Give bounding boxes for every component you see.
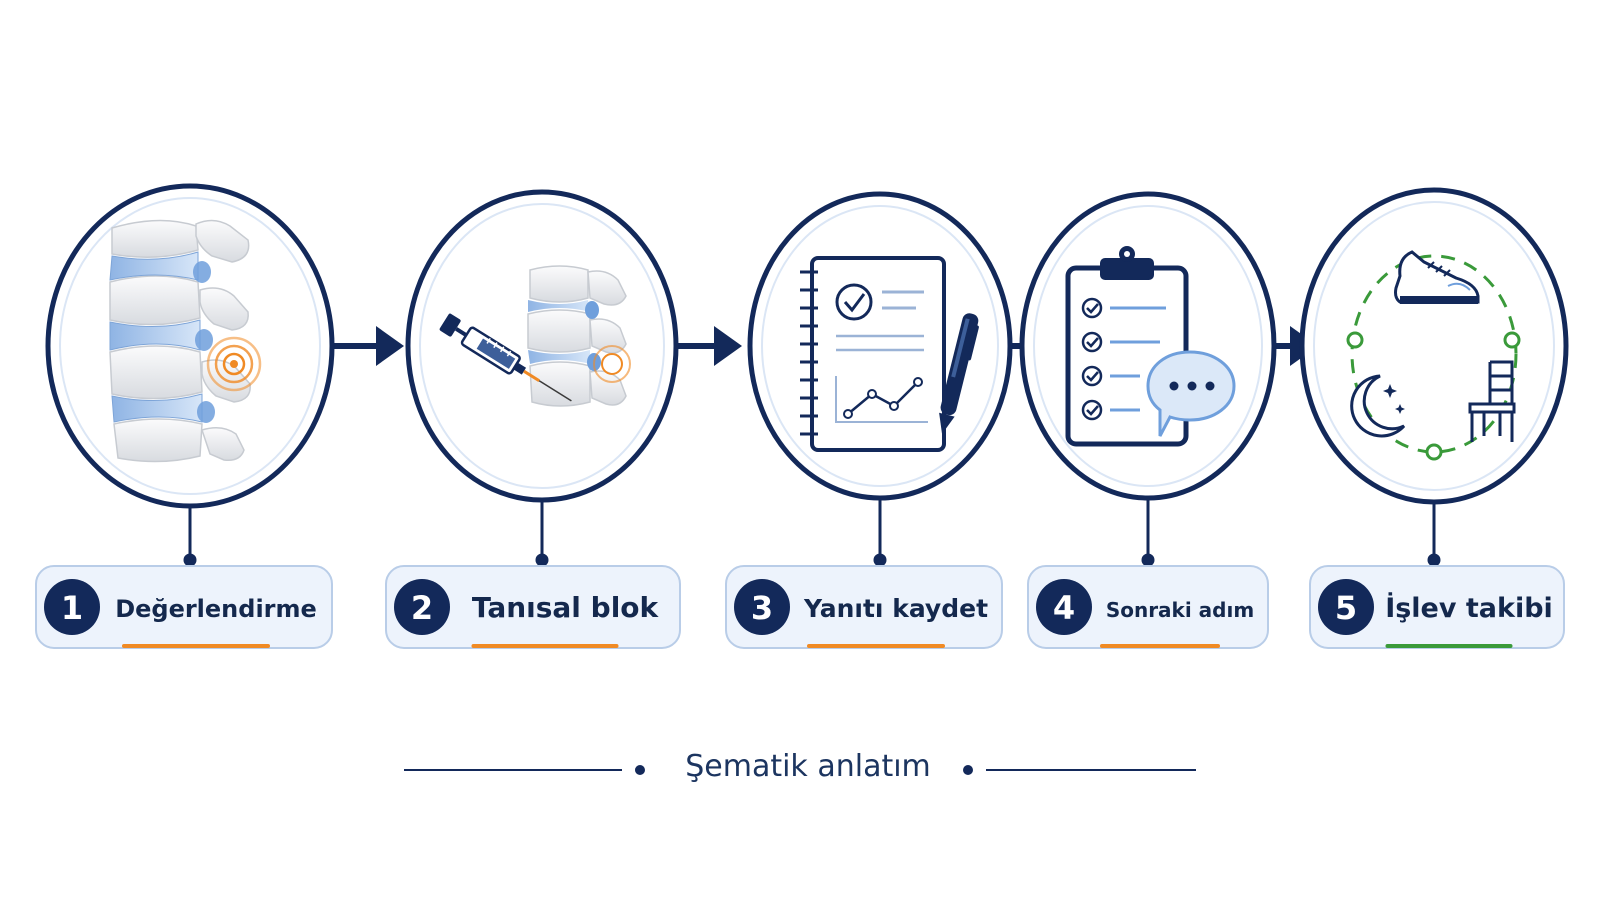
step-pill-5: 5 İşlev takibi	[1309, 565, 1565, 649]
step-accent-underline	[122, 644, 270, 648]
step-number: 4	[1053, 589, 1075, 627]
clipboard-checklist-icon	[1065, 246, 1236, 447]
step-number-badge	[1036, 579, 1092, 635]
step-pill-2: 2 Tanısal blok	[385, 565, 681, 649]
step-label: İşlev takibi	[1385, 592, 1553, 624]
step-pill-1: 1 Değerlendirme	[35, 565, 333, 649]
step-labels: 1 Değerlendirme 2 Tanısal blok 3 Yanıtı kayde…	[35, 565, 1565, 649]
step-pill-3: 3 Yanıtı kaydet	[725, 565, 1003, 649]
step-accent-underline	[807, 644, 945, 648]
connector-arrow-2	[676, 326, 742, 366]
step-accent-underline	[1385, 644, 1513, 648]
chair-icon	[1468, 360, 1516, 442]
step-accent-underline	[471, 644, 619, 648]
step-number: 5	[1335, 589, 1357, 627]
moon-icon	[1350, 374, 1406, 438]
step-number: 2	[411, 589, 433, 627]
connector-arrow-1	[330, 326, 404, 366]
step-number-badge	[734, 579, 790, 635]
step-number-badge	[1318, 579, 1374, 635]
step-accent-underline	[1100, 644, 1220, 648]
syringe-spine-icon	[439, 265, 631, 407]
step-circle-1	[45, 183, 335, 509]
step-number-badge	[394, 579, 450, 635]
step-number: 1	[61, 589, 83, 627]
step-label: Sonraki adım	[1106, 598, 1254, 622]
step-number-badge	[44, 579, 100, 635]
spine-icon	[109, 219, 262, 463]
step-circle-3	[747, 191, 1013, 501]
step-number: 3	[751, 589, 773, 627]
step-label: Yanıtı kaydet	[803, 594, 988, 623]
step-circle-4	[1019, 191, 1277, 501]
step-label: Tanısal blok	[472, 591, 660, 624]
notebook-chart-icon	[800, 256, 979, 452]
step-circle-2	[405, 189, 679, 503]
shoe-icon	[1394, 250, 1480, 304]
step-label: Değerlendirme	[115, 595, 317, 623]
step-pill-4: 4 Sonraki adım	[1027, 565, 1269, 649]
stems	[183, 498, 1441, 567]
footer-caption: Şematik anlatım	[404, 749, 1196, 784]
activity-cycle-icon	[1346, 250, 1521, 461]
step-circle-5	[1299, 187, 1569, 505]
footer-caption-text: Şematik anlatım	[685, 749, 931, 784]
